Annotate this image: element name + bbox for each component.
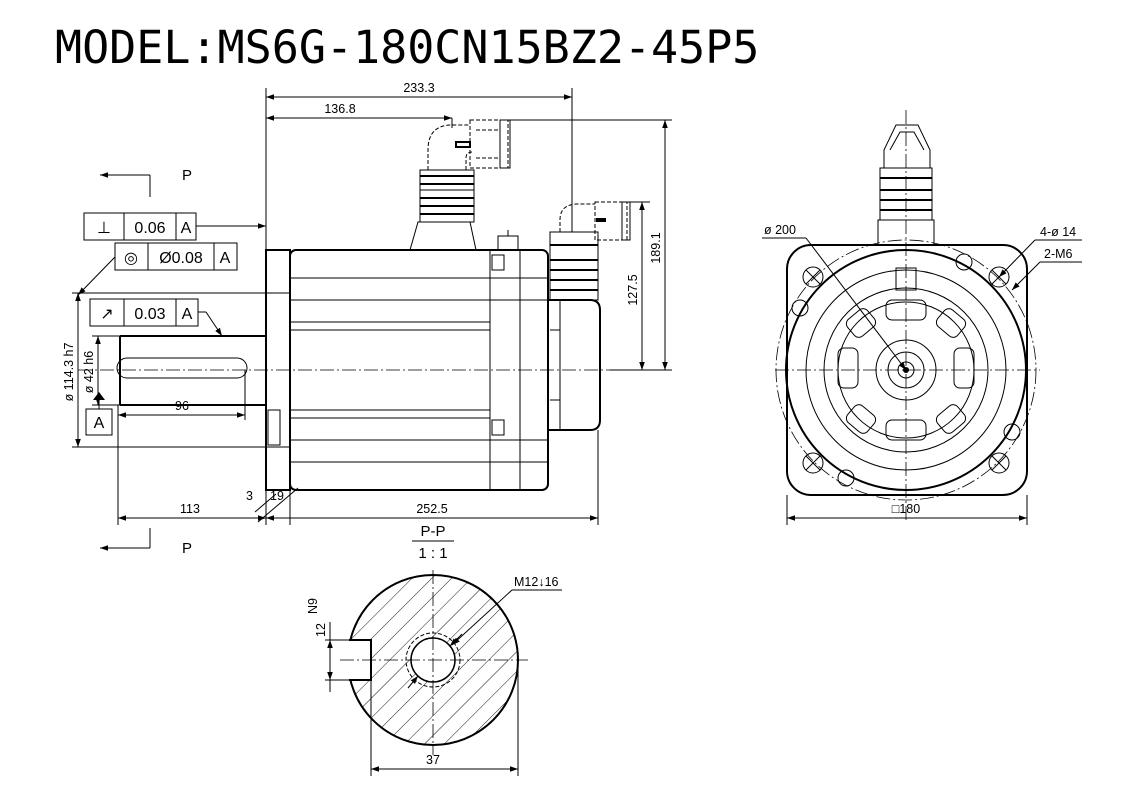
dim-spigot-diameter: ø 114.3 h7 [62,343,76,402]
front-square-label: □180 [892,502,920,516]
section-view: P-P 1 : 1 M12↓16 12 N9 37 [306,523,562,776]
shaft-keyway [116,357,248,379]
tolerance-concentricity: ◎ Ø0.08 A [77,242,238,296]
model-title: MODEL:MS6G-180CN15BZ2-45P5 [55,21,759,74]
svg-text:◎: ◎ [124,250,138,267]
section-key-width: N9 [306,598,320,614]
svg-text:A: A [94,415,105,432]
svg-text:⊥: ⊥ [97,220,111,237]
front-connector [877,124,935,291]
section-marker-top: P [100,167,192,197]
tolerance-perpendicularity: ⊥ 0.06 A [83,212,266,241]
svg-text:A: A [181,220,192,237]
dim-height-total: 189.1 [649,232,663,263]
section-thread-label: M12↓16 [514,575,559,589]
dim-flange-thickness: 19 [270,489,284,503]
svg-text:P: P [182,540,192,557]
motor-shaft [116,335,266,406]
dim-body-length: 252.5 [416,502,447,516]
section-key-height: 12 [314,623,328,637]
front-pcd-label: ø 200 [764,223,796,237]
dim-key-length: 96 [175,399,189,413]
svg-text:A: A [220,250,231,267]
encoder-cover [548,299,601,431]
section-scale: 1 : 1 [418,545,447,562]
datum-a-box: A [85,392,113,436]
front-view: ø 200 4-ø 14 2-M6 □180 [762,110,1082,525]
side-view: 233.3 136.8 189.1 127.5 ø 114.3 h7 ø 42 … [62,81,672,557]
mounting-holes [791,253,1021,487]
svg-text:Ø0.08: Ø0.08 [159,250,203,267]
dim-flange-gap: 3 [246,489,253,503]
pcd-circle [775,239,1037,501]
svg-text:0.06: 0.06 [134,220,165,237]
tolerance-runout: ↗ 0.03 A [89,298,223,337]
svg-text:0.03: 0.03 [134,306,165,323]
encoder-connector [549,201,631,301]
svg-text:↗: ↗ [100,306,113,323]
section-title: P-P [420,523,445,540]
dim-shaft-length: 113 [180,502,200,516]
dim-connector-overall: 233.3 [403,81,434,95]
dim-connector-offset: 136.8 [324,102,355,116]
section-shaft-height: 37 [426,753,440,767]
front-holes-label: 4-ø 14 [1040,225,1076,239]
dim-height-connector: 127.5 [626,274,640,305]
dim-shaft-diameter: ø 42 h6 [82,351,96,393]
svg-text:A: A [182,306,193,323]
motor-body [289,230,549,491]
section-marker-bottom: P [100,528,192,557]
front-threads-label: 2-M6 [1044,247,1073,261]
svg-text:P: P [182,167,192,184]
power-connector [409,119,511,251]
